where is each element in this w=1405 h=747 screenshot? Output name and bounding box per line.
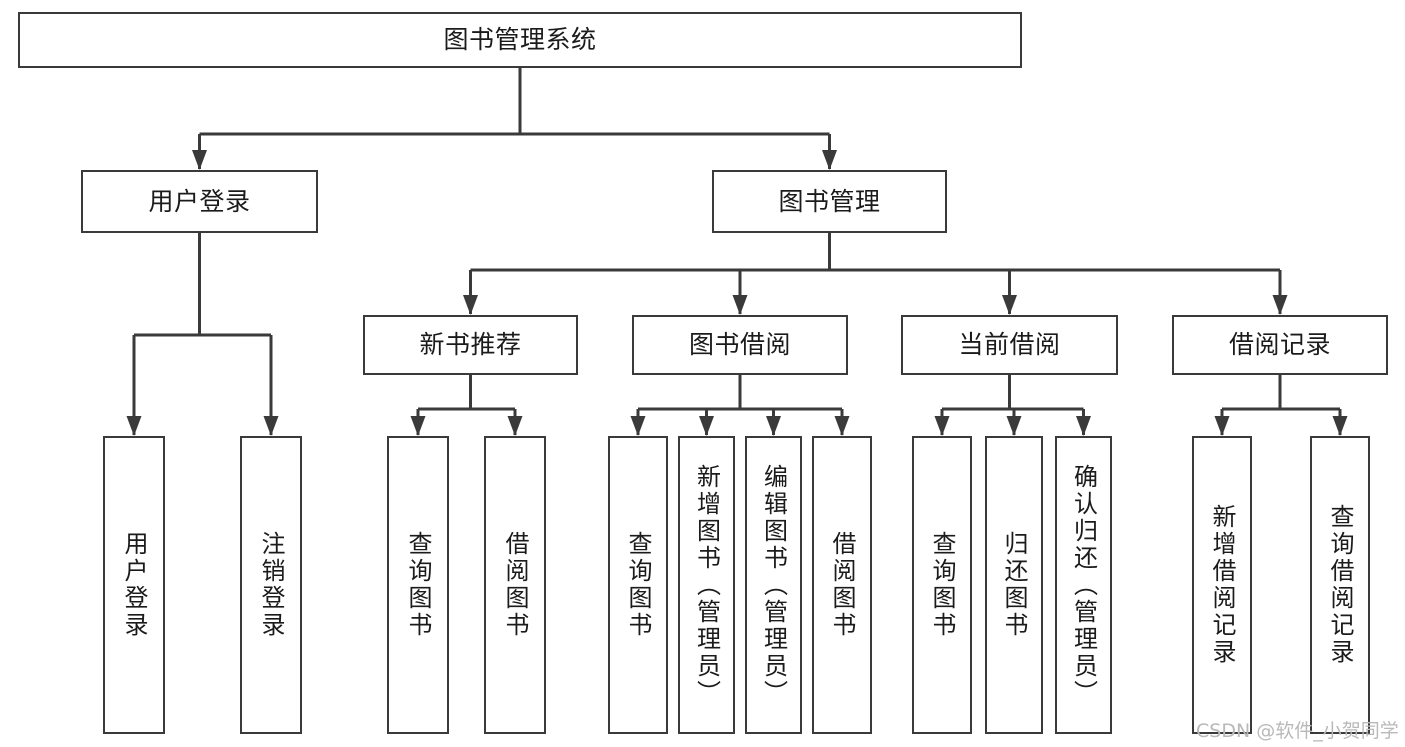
node-new-book-recommendation[interactable]: 新书推荐: [363, 315, 578, 375]
leaf-confirm-return[interactable]: 确认归还（管理员）: [1055, 436, 1112, 734]
leaf-query-borrow-record[interactable]: 查询借阅记录: [1310, 436, 1370, 734]
leaf-add-book-label: 新增图书（管理员）: [692, 463, 721, 707]
leaf-query-book-1[interactable]: 查询图书: [387, 436, 449, 734]
leaf-add-borrow-record-label: 新增借阅记录: [1208, 504, 1236, 666]
node-book-borrow[interactable]: 图书借阅: [632, 315, 848, 375]
node-current-borrow-label: 当前借阅: [958, 330, 1061, 360]
leaf-return-book-label: 归还图书: [1000, 531, 1028, 639]
leaf-borrow-book-2-label: 借阅图书: [828, 531, 856, 639]
leaf-user-logout[interactable]: 注销登录: [240, 436, 302, 734]
node-root[interactable]: 图书管理系统: [18, 12, 1022, 68]
node-current-borrow[interactable]: 当前借阅: [901, 315, 1118, 375]
leaf-borrow-book-1-label: 借阅图书: [501, 531, 529, 639]
leaf-query-borrow-record-label: 查询借阅记录: [1326, 504, 1354, 666]
node-book-manage-label: 图书管理: [778, 186, 881, 216]
leaf-user-login-label: 用户登录: [120, 531, 148, 639]
node-borrow-record[interactable]: 借阅记录: [1172, 315, 1388, 375]
node-user-login-label: 用户登录: [148, 186, 251, 216]
leaf-edit-book[interactable]: 编辑图书（管理员）: [745, 436, 802, 734]
leaf-user-logout-label: 注销登录: [257, 531, 285, 639]
leaf-add-borrow-record[interactable]: 新增借阅记录: [1192, 436, 1252, 734]
leaf-edit-book-label: 编辑图书（管理员）: [759, 463, 788, 707]
node-new-book-recommendation-label: 新书推荐: [419, 330, 522, 360]
leaf-add-book[interactable]: 新增图书（管理员）: [678, 436, 735, 734]
leaf-query-book-2[interactable]: 查询图书: [608, 436, 668, 734]
leaf-borrow-book-1[interactable]: 借阅图书: [484, 436, 546, 734]
leaf-query-book-3-label: 查询图书: [928, 531, 956, 639]
node-root-label: 图书管理系统: [443, 25, 597, 55]
leaf-query-book-3[interactable]: 查询图书: [912, 436, 972, 734]
leaf-confirm-return-label: 确认归还（管理员）: [1069, 463, 1098, 707]
leaf-return-book[interactable]: 归还图书: [985, 436, 1043, 734]
node-borrow-record-label: 借阅记录: [1228, 330, 1331, 360]
node-book-borrow-label: 图书借阅: [688, 330, 791, 360]
leaf-query-book-2-label: 查询图书: [624, 531, 652, 639]
node-user-login[interactable]: 用户登录: [81, 170, 318, 233]
node-book-manage[interactable]: 图书管理: [712, 170, 947, 233]
leaf-borrow-book-2[interactable]: 借阅图书: [812, 436, 872, 734]
leaf-query-book-1-label: 查询图书: [404, 531, 432, 639]
leaf-user-login[interactable]: 用户登录: [103, 436, 165, 734]
